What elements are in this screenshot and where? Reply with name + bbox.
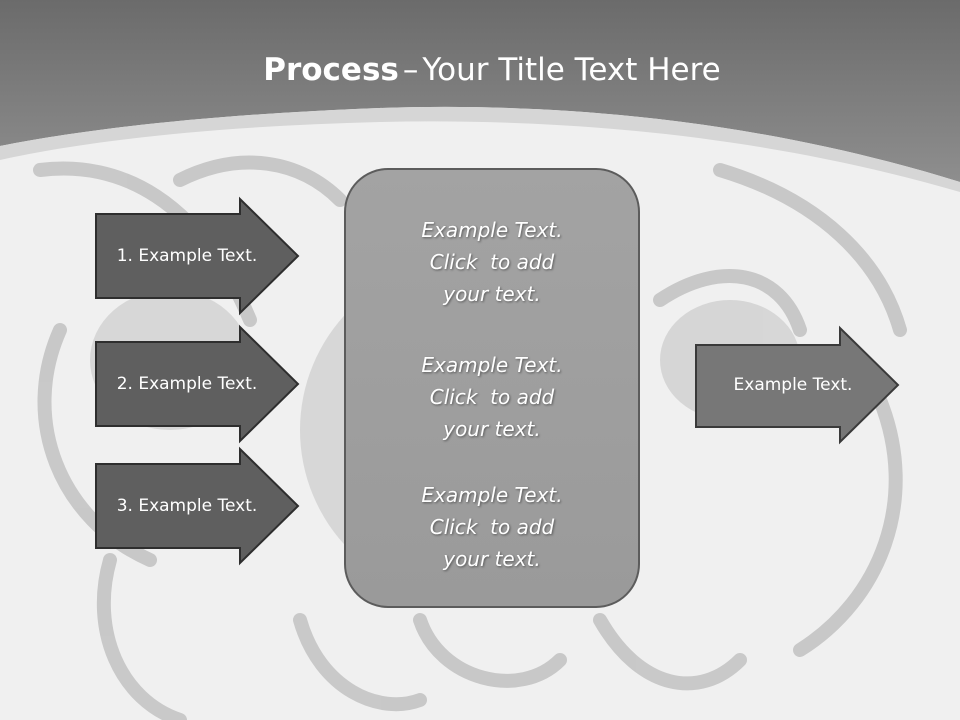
process-text-block-2: Example Text. Click to add your text. [346, 349, 638, 445]
process-text-line: Click to add [429, 385, 555, 409]
process-text-line: your text. [443, 547, 541, 571]
process-text-line: Click to add [429, 250, 555, 274]
process-box[interactable]: Example Text. Click to add your text. Ex… [344, 168, 640, 608]
title-text: Your Title Text Here [422, 52, 721, 88]
header-swoosh [0, 106, 960, 192]
arrow-shape [695, 325, 900, 445]
output-arrow[interactable]: Example Text. [695, 325, 900, 445]
input-arrow-2-label: 2. Example Text. [116, 374, 258, 394]
process-text-line: your text. [443, 417, 541, 441]
title-separator: – [402, 52, 419, 88]
process-text-line: Example Text. [421, 483, 563, 507]
arrow-shape [95, 324, 300, 444]
input-arrow-1[interactable]: 1. Example Text. [95, 196, 300, 316]
arrow-shape [95, 196, 300, 316]
process-text-block-3: Example Text. Click to add your text. [346, 479, 638, 575]
process-text-line: Example Text. [421, 218, 563, 242]
process-text-block-1: Example Text. Click to add your text. [346, 214, 638, 310]
input-arrow-3-label: 3. Example Text. [116, 496, 258, 516]
process-text-line: Example Text. [421, 353, 563, 377]
input-arrow-2[interactable]: 2. Example Text. [95, 324, 300, 444]
process-text-line: Click to add [429, 515, 555, 539]
background-illustration [33, 155, 907, 720]
arrow-shape [95, 446, 300, 566]
output-arrow-label: Example Text. [733, 375, 853, 395]
process-text-line: your text. [443, 282, 541, 306]
header-band [0, 0, 960, 182]
input-arrow-1-label: 1. Example Text. [116, 246, 258, 266]
slide-title[interactable]: Process–Your Title Text Here [0, 52, 960, 88]
input-arrow-3[interactable]: 3. Example Text. [95, 446, 300, 566]
title-bold: Process [263, 52, 399, 88]
